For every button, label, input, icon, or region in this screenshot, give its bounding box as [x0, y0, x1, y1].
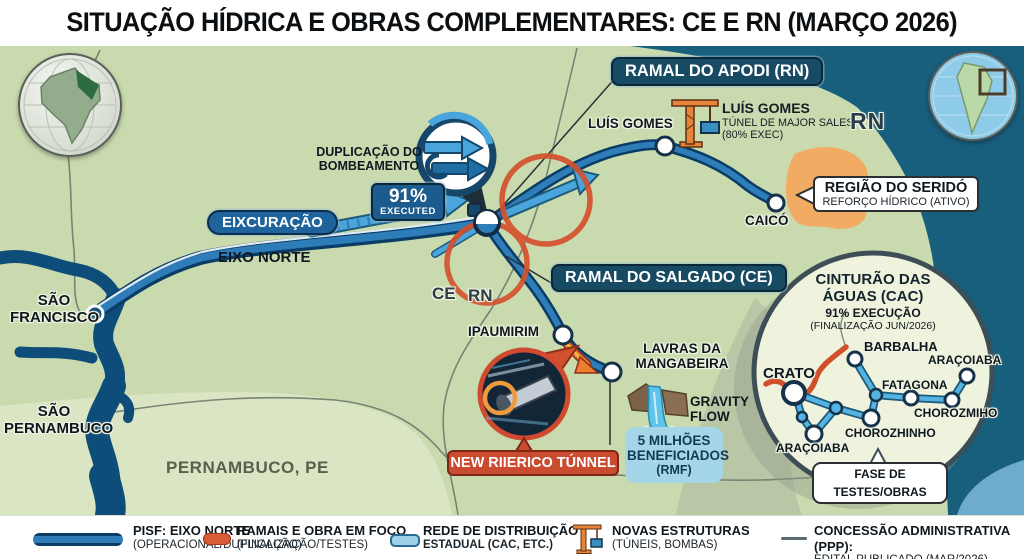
cac-title: CINTURÃO DAS ÁGUAS (CAC) [815, 271, 931, 305]
rn-border-label: RN [468, 286, 493, 305]
serido-title: REGIÃO DO SERIDÓ [824, 180, 968, 196]
executed-label: EXECUTED [380, 206, 436, 217]
eixo-norte-pipe [85, 215, 490, 324]
serido-sub: REFORÇO HÍDRICO (ATIVO) [822, 196, 970, 208]
legend-crane-icon [573, 524, 603, 554]
legend-bar: PISF: EIXO NORTE (OPERACIONAL/DUPLICAÇÃO… [0, 515, 1024, 559]
crane-title: LUÍS GOMES [722, 100, 810, 116]
sao-francisco-river [0, 250, 135, 515]
brazil-globe-icon [18, 53, 122, 157]
rn-state-label: RN [850, 108, 886, 134]
ipaumirim-label: IPAUMIRIM [468, 324, 539, 339]
crane-icon [671, 99, 720, 148]
crane-sub2: (80% EXEC) [722, 128, 784, 141]
title-bar: SITUAÇÃO HÍDRICA E OBRAS COMPLEMENTARES:… [0, 0, 1024, 46]
legend-swatch-rede [390, 534, 420, 547]
page-title: SITUAÇÃO HÍDRICA E OBRAS COMPLEMENTARES:… [66, 7, 958, 37]
works-arrow [561, 338, 600, 374]
ce-border-label: CE [432, 284, 456, 303]
duplicacao-label: DUPLICAÇÃO DO BOMBEAMENTO [316, 145, 422, 173]
pipeline-nodes [552, 135, 786, 383]
cac-aracoiaba-ne-label: ARAÇOIABA [928, 353, 1002, 367]
sao-francisco-label: SÃO FRANCISCO [10, 292, 100, 326]
cac-chorozhinho-label: CHOROZHINHO [845, 426, 936, 440]
cac-chorozmiho-label: CHOROZMIHO [914, 406, 998, 420]
cac-crato-label: CRATO [763, 365, 815, 382]
pump-station-icon [467, 203, 501, 237]
eixo-norte-label: EIXO NORTE [218, 249, 311, 266]
legend-swatch-ppp [781, 537, 807, 540]
legend-item-ramais: RAMAIS E OBRA EM FOCO (FINALIZAÇÃO/TESTE… [237, 523, 407, 551]
legend-swatch-ramais [203, 533, 231, 545]
caico-label: CAICÓ [745, 213, 789, 228]
sao-pernambuco-label: SÃO PERNAMBUCO [4, 403, 114, 437]
legend-item-ppp: CONCESSÃO ADMINISTRATIVA (PPP): EDITAL P… [814, 523, 1010, 559]
luis-gomes-label: LUÍS GOMES [588, 116, 673, 131]
cac-aracoiaba-sw-label: ARAÇOIABA [776, 441, 850, 455]
cac-barbalha-label: BARBALHA [864, 339, 938, 354]
executed-badge: 91% EXECUTED [371, 183, 445, 221]
pernambuco-label: PERNAMBUCO, PE [166, 458, 329, 477]
lavras-label: LAVRAS DA MANGABEIRA [635, 341, 729, 372]
rede-distribuicao-line [431, 223, 484, 258]
eixcuracao-label: EIXCURAÇÃO [222, 214, 323, 231]
legend-item-estruturas: NOVAS ESTRUTURAS (TÚNEIS, BOMBAS) [612, 523, 750, 551]
map-canvas: EIXCURAÇÃO EIXO NORTE DUPLICAÇÃO DO BOMB… [0, 46, 1024, 515]
map-art [0, 46, 1024, 515]
legend-swatch-pisf [33, 533, 123, 546]
brazil-globe-art [23, 58, 117, 152]
crane-callout: LUÍS GOMES TÚNEL DE MAJOR SALES (80% EXE… [722, 100, 854, 141]
cac-deadline: (FINALIZAÇÃO JUN/2026) [810, 320, 936, 332]
tunnel-photo-icon [477, 344, 581, 441]
cac-fase-box: FASE DE TESTES/OBRAS [812, 462, 948, 504]
south-america-globe-art [932, 55, 1014, 137]
ramal-salgado-box: RAMAL DO SALGADO (CE) [551, 264, 787, 292]
cac-pct: 91% EXECUÇÃO [825, 306, 921, 320]
cac-fatagona-label: FATAGONA [882, 378, 948, 392]
cac-inset [734, 250, 995, 509]
eixcuracao-badge: EIXCURAÇÃO [207, 210, 338, 235]
crane-sub1: TÚNEL DE MAJOR SALES [722, 116, 854, 129]
south-america-globe-icon [928, 51, 1018, 141]
gravity-flow-label: GRAVITY FLOW [690, 394, 750, 425]
ramal-apodi-box: RAMAL DO APODI (RN) [611, 57, 824, 86]
serido-callout: REGIÃO DO SERIDÓ REFORÇO HÍDRICO (ATIVO) [813, 176, 979, 212]
tunnel-box: NEW RIIERICO TÚNNEL [447, 450, 619, 476]
executed-value: 91% [388, 186, 428, 207]
leader-lines [491, 75, 618, 445]
beneficiados-box: 5 MILHÕES BENEFICIADOS (RMF) [625, 427, 729, 483]
ocean [630, 46, 1024, 515]
legend-item-rede: REDE DE DISTRIBUIÇÃO ESTADUAL (CAC, ETC.… [423, 523, 579, 551]
